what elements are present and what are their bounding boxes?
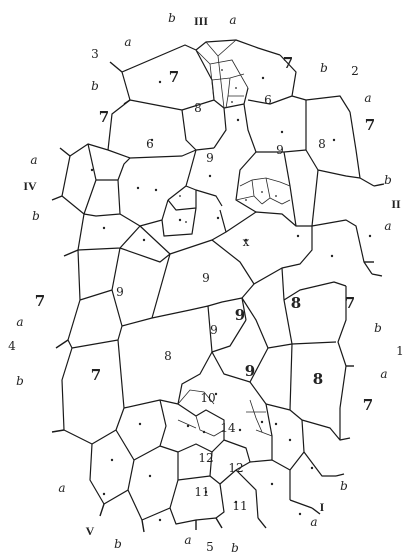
cell-number: 9 [202,271,210,285]
cell-number: 6 [264,93,272,107]
edge-stubs [52,62,384,532]
label-a: a [310,515,317,529]
label-a: a [16,315,23,329]
cell-number: 7 [363,396,373,414]
cell-number: 6 [146,137,154,151]
cell-number: 7 [345,294,355,312]
cell-number: 8 [318,137,326,151]
cell-number: x [243,235,250,249]
label-marker-2: 2 [351,64,359,78]
small-cell-nuclei [179,69,277,223]
label-marker-3: 3 [91,47,99,61]
label-b: b [320,61,328,75]
cell-number: 8 [313,370,323,388]
label-marker-1: 1 [396,344,404,358]
cell-number: 8 [291,294,301,312]
cell-number: 12 [198,451,213,465]
cell-number: 9 [276,143,284,157]
label-roman-ii: II [391,197,401,211]
label-roman-v: V [86,524,95,538]
cell-number: 9 [206,151,214,165]
cell-number: 10 [200,391,215,405]
label-a: a [184,533,191,547]
label-a: a [229,13,236,27]
label-a: a [30,153,37,167]
label-a: a [384,219,391,233]
label-a: a [58,481,65,495]
label-a: a [380,367,387,381]
cell-number: 7 [365,116,375,134]
cell-number: 8 [194,101,202,115]
label-marker-5: 5 [206,540,214,554]
cell-number: 9 [210,323,218,337]
label-roman-iii: III [194,14,208,28]
cell-number: 9 [245,362,255,380]
cell-number: 11 [194,485,209,499]
label-b: b [16,374,24,388]
label-marker-4: 4 [8,339,16,353]
cell-number: 7 [99,108,109,126]
cell-number: 9 [116,285,124,299]
cell-number: 7 [169,68,179,86]
cell-number: 11 [232,499,247,513]
label-b: b [340,479,348,493]
label-b: b [384,173,392,187]
label-b: b [114,537,122,551]
label-roman-iv: IV [23,179,37,193]
label-b: b [168,11,176,25]
label-b: b [374,321,382,335]
cell-number: 8 [164,349,172,363]
cell-number: 7 [91,366,101,384]
label-a: a [124,35,131,49]
cell-number: 9 [235,306,245,324]
label-a: a [364,91,371,105]
label-roman-i: I [320,500,325,514]
label-b: b [32,209,40,223]
cell-number: 12 [228,461,243,475]
cell-number: 14 [220,421,236,435]
labels: III II IV I V 1 2 3 4 5 b a a b b a a b … [8,11,404,555]
cell-number: 7 [283,54,293,72]
label-b: b [231,541,239,555]
cell-number: 7 [35,292,45,310]
nuclei [91,77,371,521]
label-b: b [91,79,99,93]
